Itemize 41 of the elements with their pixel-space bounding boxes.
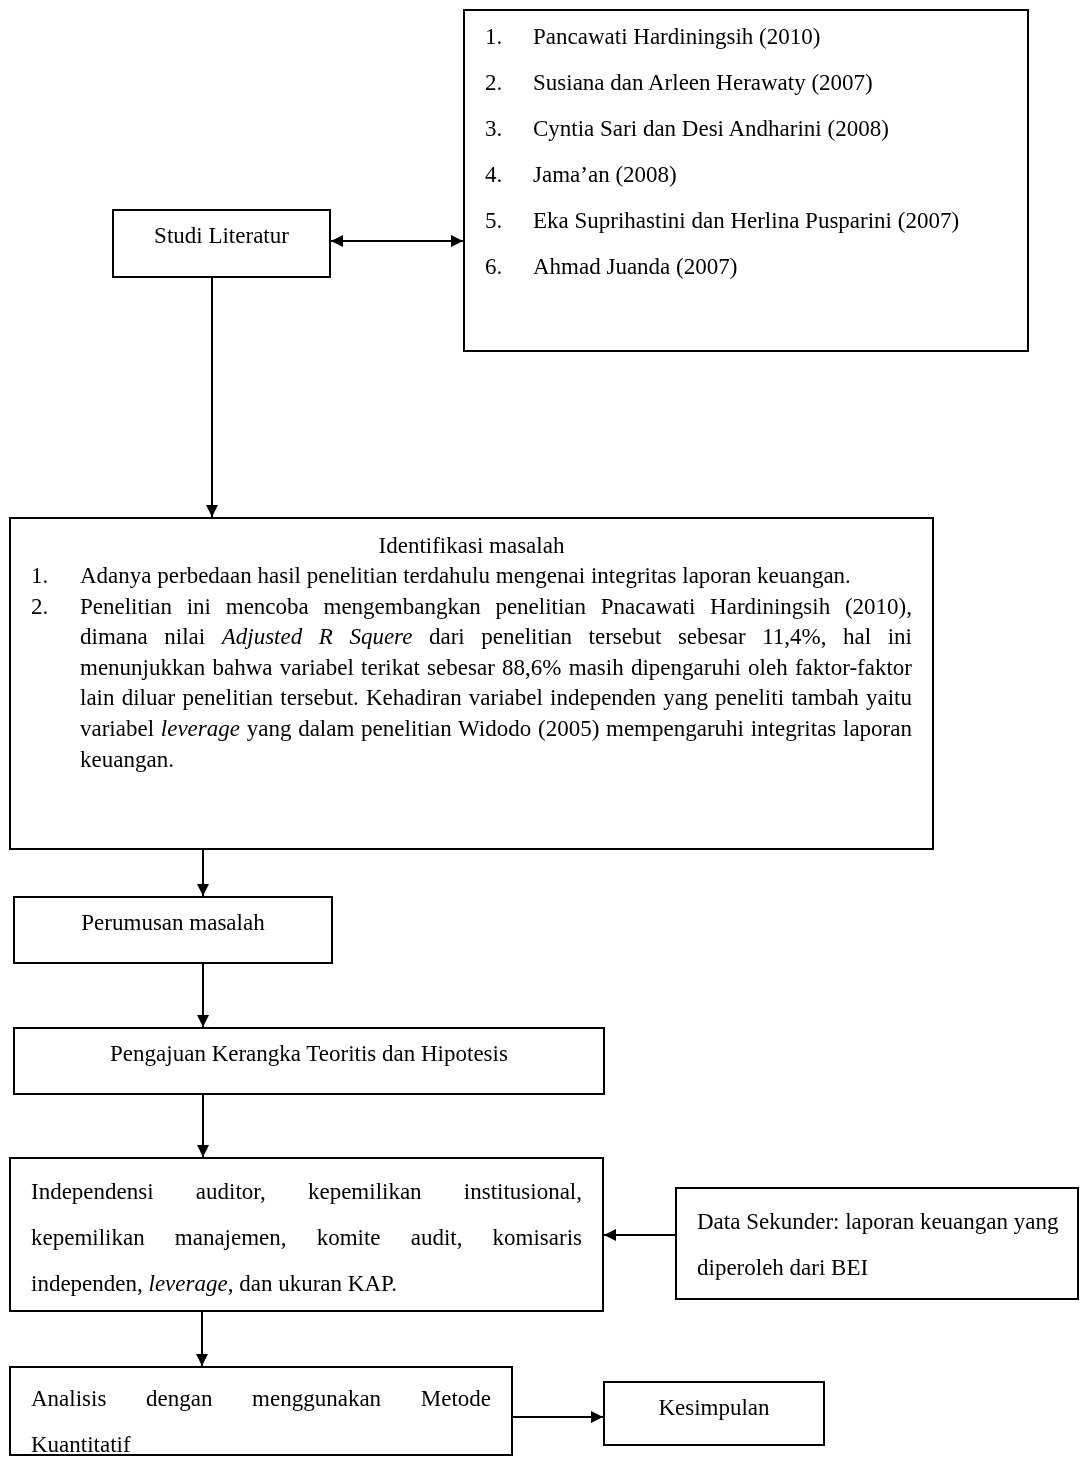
process-box [13,896,333,964]
arrow [197,849,209,897]
box-text: Independensi auditor, kepemilikan institusional, kepemilikan manajemen, komite audit, komisaris independen, leverage, dan ukuran KAP. [31,1179,582,1296]
box-label: Studi Literatur [154,223,289,248]
box-label: Perumusan masalah [81,910,265,935]
arrow [330,235,464,247]
list-number: 2. [485,69,504,97]
process-box [675,1187,1079,1300]
list-number: 5. [485,207,504,235]
process-box [9,1157,604,1312]
box-label: Pengajuan Kerangka Teoritis dan Hipotesis [110,1041,508,1066]
list-number: 3. [485,115,504,143]
list-item-text: Cyntia Sari dan Desi Andharini (2008) [533,116,889,141]
process-box [9,1366,513,1456]
list-item-text: Penelitian ini mencoba mengembangkan penelitian Pnacawati Hardiningsih (2010), dimana nilai Adjusted R Squere dari penelitian tersebut sebesar 11,4%, hal ini menunjukkan bahwa variabel terikat sebesar 88,6% masih dipengaruhi oleh faktor-faktor lain diluar penelitian tersebut. Kehadiran variabel independen yang peneliti tambah yaitu variabel leverage yang dalam penelitian Widodo (2005) mempengaruhi integritas laporan keuangan. [80,593,912,772]
list-item-text: Adanya perbedaan hasil penelitian terdahulu mengenai integritas laporan keuangan. [80,563,851,588]
box-heading: Identifikasi masalah [378,533,565,558]
list-item-text: Eka Suprihastini dan Herlina Pusparini (2007) [533,208,960,233]
list-number: 2. [31,592,50,621]
list-item-text: Susiana dan Arleen Herawaty (2007) [533,70,873,95]
list-number: 1. [485,23,504,51]
box-label: Kesimpulan [658,1395,770,1420]
arrow [603,1229,676,1241]
list-item-text: Pancawati Hardiningsih (2010) [533,24,821,49]
box-text: Analisis dengan menggunakan Metode Kuantitatif [31,1386,491,1457]
list-item-text: Jama’an (2008) [533,162,677,187]
box-text: Data Sekunder: laporan keuangan yang diperoleh dari BEI [697,1209,1059,1280]
arrow [206,277,218,518]
list-item-text: Ahmad Juanda (2007) [533,254,738,279]
process-box [463,9,1029,352]
list-number: 4. [485,161,504,189]
list-number: 1. [31,562,50,590]
arrow [196,1311,208,1367]
list-number: 6. [485,253,504,281]
process-box [603,1381,825,1446]
arrow [512,1411,604,1423]
arrow [197,1094,209,1158]
arrow [197,963,209,1028]
process-box [9,517,934,850]
process-box [13,1027,605,1095]
process-box [112,209,331,278]
